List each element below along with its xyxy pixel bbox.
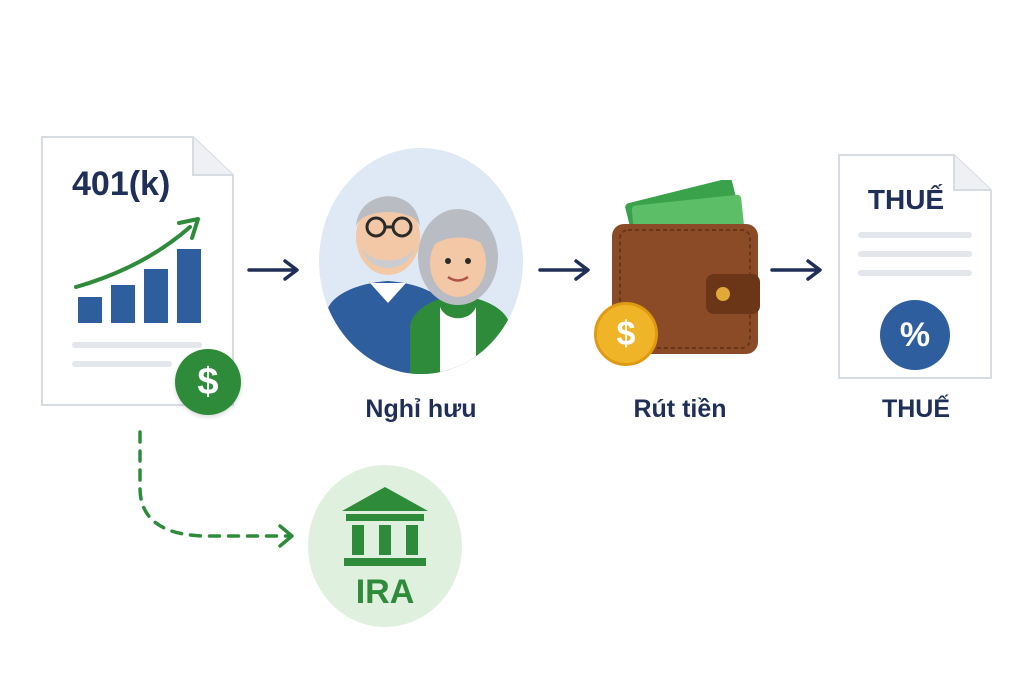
doc-401k-shape <box>41 136 234 406</box>
percent-symbol: % <box>899 315 931 354</box>
arrow-right-icon <box>247 259 299 281</box>
wallet-icon: $ <box>590 180 770 370</box>
gold-coin-symbol: $ <box>616 314 636 353</box>
retire-label: Nghỉ hưu <box>365 395 477 423</box>
ira-circle: IRA <box>308 465 462 627</box>
doc-401k: 401(k) $ <box>38 135 248 420</box>
bank-building-icon <box>342 487 428 566</box>
tax-doc-title: THUẾ <box>867 184 945 215</box>
gold-coin-icon: $ <box>594 302 658 366</box>
dashed-arrow-icon <box>138 430 294 548</box>
retired-couple-icon <box>318 147 524 375</box>
dollar-symbol: $ <box>197 360 219 403</box>
chart-icon <box>72 215 73 216</box>
dollar-coin-icon: $ <box>175 349 241 415</box>
arrow-right-icon <box>770 259 822 281</box>
ira-label: IRA <box>355 573 415 611</box>
percent-icon: % <box>880 300 950 370</box>
arrow-right-icon <box>538 259 590 281</box>
tax-label: THUẾ <box>881 395 951 423</box>
withdraw-label: Rút tiền <box>633 395 727 423</box>
doc-401k-title: 401(k) <box>72 165 171 203</box>
tax-document-icon: THUẾ % <box>836 152 996 384</box>
